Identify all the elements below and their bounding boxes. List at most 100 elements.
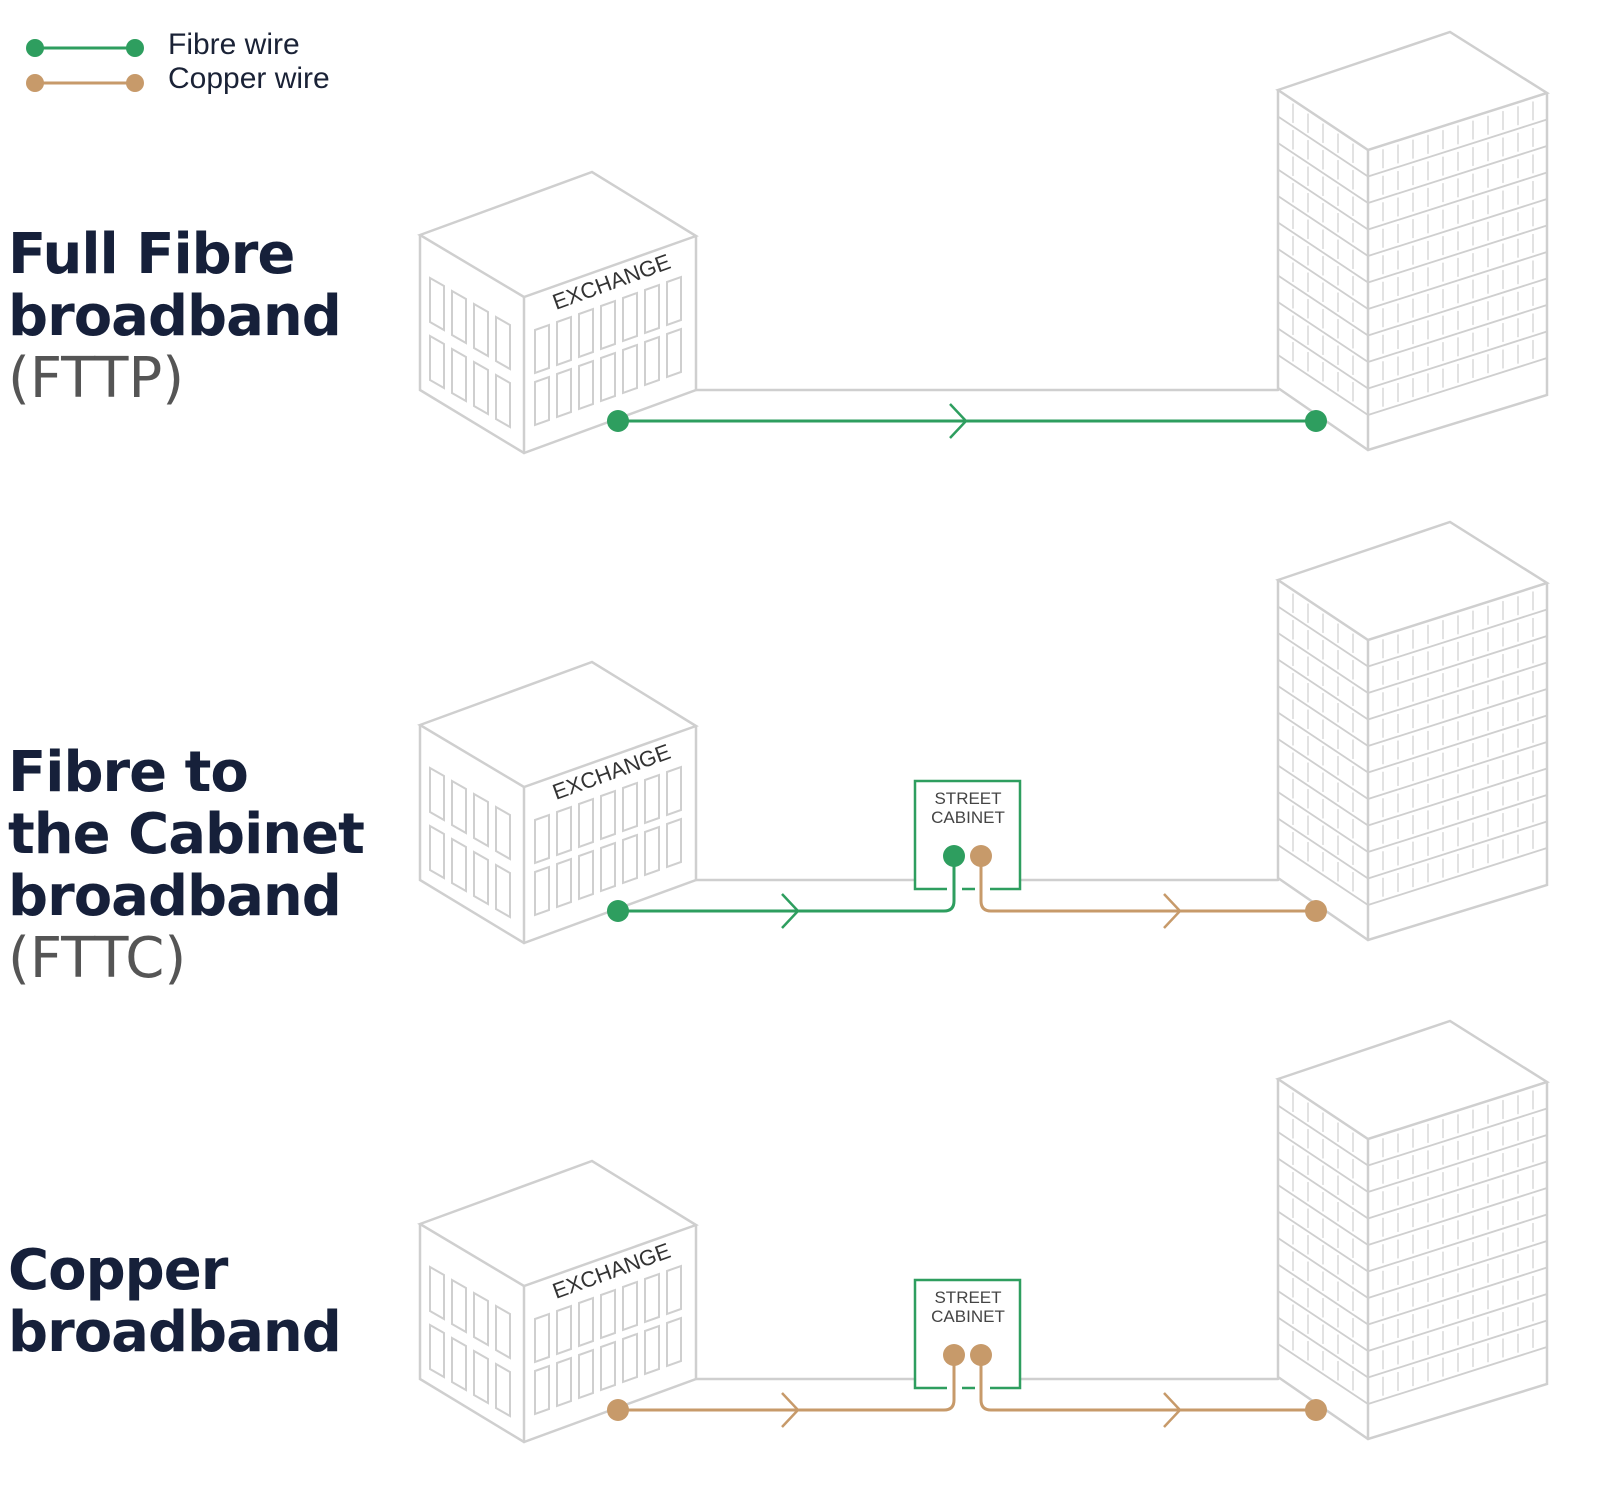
window xyxy=(644,335,660,387)
cabinet-label: STREET xyxy=(934,1288,1001,1307)
row-subtitle: (FTTC) xyxy=(8,926,187,991)
window xyxy=(534,865,550,917)
direction-arrow-icon xyxy=(1163,1392,1182,1428)
direction-arrow-icon xyxy=(781,1392,800,1428)
window xyxy=(451,1278,467,1334)
window xyxy=(556,315,572,367)
window xyxy=(534,1312,550,1364)
title-line: the Cabinet xyxy=(8,802,365,867)
floor-line xyxy=(1367,277,1548,337)
legend-fibre-icon xyxy=(26,39,144,57)
exchange-building: EXCHANGE xyxy=(417,1159,699,1444)
window xyxy=(473,302,489,358)
floor-line xyxy=(1367,1107,1548,1167)
window xyxy=(429,1265,445,1321)
window xyxy=(578,1296,594,1348)
cabinet-label: STREET xyxy=(934,789,1001,808)
window xyxy=(556,805,572,857)
floor-line xyxy=(1277,817,1369,880)
window xyxy=(666,327,682,379)
legend-copper-label: Copper wire xyxy=(168,62,330,95)
window xyxy=(451,837,467,893)
window xyxy=(473,360,489,416)
window xyxy=(622,1280,638,1332)
home-building xyxy=(1275,1019,1550,1441)
floor-line xyxy=(1367,304,1548,363)
window xyxy=(622,1332,638,1384)
floor-line xyxy=(1367,741,1548,800)
floor-line xyxy=(1277,791,1369,853)
title-line: Copper xyxy=(8,1238,228,1303)
window xyxy=(429,766,445,822)
floor-line xyxy=(1277,354,1369,416)
window xyxy=(429,334,445,390)
window xyxy=(451,1336,467,1392)
exchange-connector-dot xyxy=(607,900,629,922)
floor-line xyxy=(1367,1293,1548,1352)
floor-line xyxy=(1277,1343,1369,1405)
window xyxy=(600,841,616,893)
window xyxy=(622,833,638,885)
floor-line xyxy=(1277,248,1369,310)
window xyxy=(429,1323,445,1379)
window xyxy=(534,813,550,865)
title-line: Fibre to xyxy=(8,740,249,805)
window xyxy=(534,1364,550,1416)
legend-dot xyxy=(26,74,44,92)
row-title-fttc: Fibre to the Cabinet broadband (FTTC) xyxy=(8,740,365,991)
window xyxy=(578,797,594,849)
floor-line xyxy=(1367,1319,1548,1379)
window xyxy=(600,789,616,841)
floor-line xyxy=(1367,794,1548,853)
window xyxy=(600,1340,616,1392)
title-line: broadband xyxy=(8,864,342,929)
floor-line xyxy=(1277,1316,1369,1379)
home-building xyxy=(1275,520,1550,942)
legend-dot xyxy=(126,74,144,92)
floor-line xyxy=(1367,1346,1548,1405)
floor-line xyxy=(1367,1160,1548,1220)
window xyxy=(578,307,594,359)
floor-line xyxy=(1277,1157,1369,1220)
window xyxy=(495,373,511,429)
window xyxy=(534,375,550,427)
legend-fibre-label: Fibre wire xyxy=(168,28,300,61)
exchange-building: EXCHANGE xyxy=(417,660,699,945)
legend-copper-icon xyxy=(26,74,144,92)
window xyxy=(578,849,594,901)
floor-line xyxy=(1367,171,1548,231)
window xyxy=(495,315,511,371)
exchange-connector-dot xyxy=(607,1399,629,1421)
floor-line xyxy=(1367,1240,1548,1299)
window xyxy=(666,1316,682,1368)
floor-line xyxy=(1277,1104,1369,1167)
window xyxy=(451,347,467,403)
floor-line xyxy=(1277,1131,1369,1193)
floor-line xyxy=(1367,767,1548,827)
window xyxy=(644,773,660,825)
window xyxy=(556,1356,572,1408)
floor-line xyxy=(1277,711,1369,774)
cabinet-outline xyxy=(913,1278,1022,1390)
exchange-building: EXCHANGE xyxy=(417,170,699,455)
copper-wire xyxy=(618,1355,956,1412)
window xyxy=(644,1324,660,1376)
window xyxy=(429,824,445,880)
cabinet-label: CABINET xyxy=(931,808,1005,827)
floor-line xyxy=(1277,1210,1369,1273)
window xyxy=(473,792,489,848)
title-line: broadband xyxy=(8,1300,342,1365)
floor-line xyxy=(1367,1187,1548,1246)
window xyxy=(622,343,638,395)
floor-line xyxy=(1277,221,1369,284)
floor-line xyxy=(1367,330,1548,390)
floor-line xyxy=(1277,168,1369,231)
window xyxy=(534,323,550,375)
direction-arrow-icon xyxy=(781,893,800,929)
window xyxy=(644,1272,660,1324)
legend-dot xyxy=(26,39,44,57)
window xyxy=(578,359,594,411)
floor-line xyxy=(1277,1263,1369,1326)
